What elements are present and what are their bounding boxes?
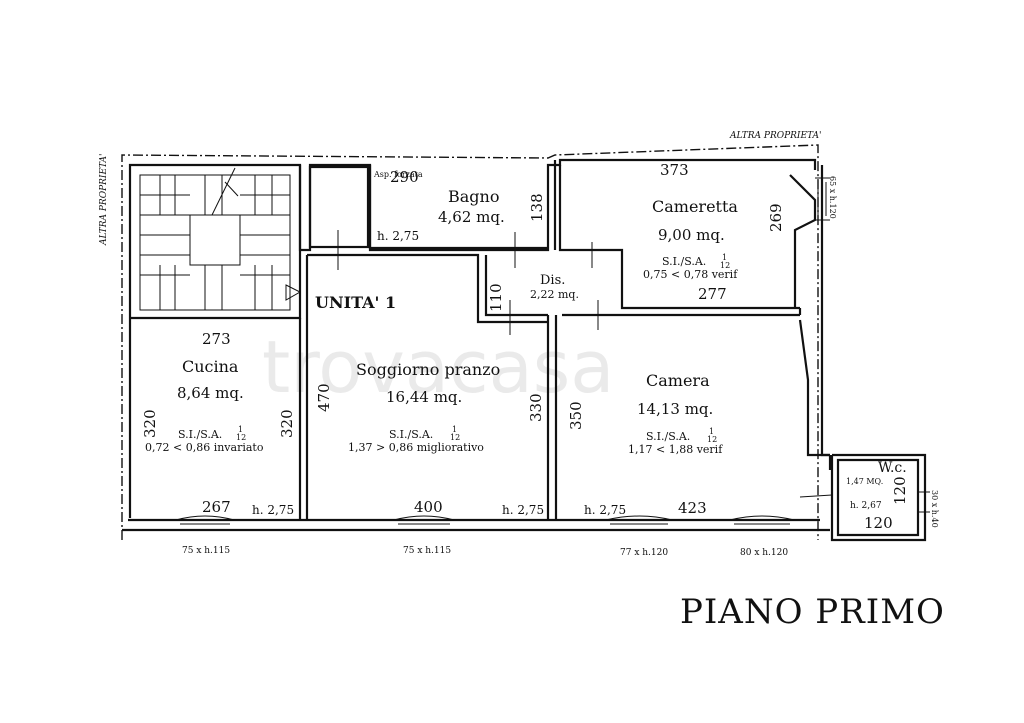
camera-ratio-label: S.I./S.A. — [646, 430, 690, 443]
room-bagno: 290 Asp. forzata Bagno 4,62 mq. 138 h. 2… — [373, 168, 546, 243]
window-camera-left-label: 77 x h.120 — [620, 548, 668, 558]
camera-depth: 350 — [567, 401, 585, 430]
cameretta-ratio-label: S.I./S.A. — [662, 255, 706, 268]
soggiorno-name: Soggiorno pranzo — [356, 360, 500, 379]
soggiorno-depth-left: 470 — [315, 383, 333, 412]
window-camera-right-label: 80 x h.120 — [740, 548, 788, 558]
window-soggiorno-label: 75 x h.115 — [403, 546, 451, 556]
dis-area: 2,22 mq. — [530, 288, 579, 301]
camera-width: 423 — [678, 499, 707, 517]
cameretta-width-bottom: 277 — [698, 285, 727, 303]
interior-walls — [130, 160, 832, 520]
room-camera: Camera 14,13 mq. 350 S.I./S.A. 1 12 1,17… — [567, 371, 723, 517]
room-cameretta: 373 Cameretta 9,00 mq. 269 S.I./S.A. 1 1… — [643, 161, 785, 303]
cucina-ratio-label: S.I./S.A. — [178, 428, 222, 441]
wc-area: 1,47 MQ. — [846, 477, 883, 486]
cucina-area: 8,64 mq. — [177, 384, 244, 402]
soggiorno-width: 400 — [414, 498, 443, 516]
cucina-ratio-den: 12 — [236, 433, 246, 442]
cucina-ratio-num: 1 — [238, 425, 243, 434]
boundary-label-left: ALTRA PROPRIETA' — [99, 153, 109, 246]
camera-ratio-check: 1,17 < 1,88 verif — [628, 443, 723, 456]
window-cameretta-label: 65 x h.120 — [828, 176, 837, 219]
cucina-width-bottom: 267 — [202, 498, 231, 516]
cucina-width-top: 273 — [202, 330, 231, 348]
camera-area: 14,13 mq. — [637, 400, 713, 418]
doors — [509, 232, 833, 498]
wc-depth: 120 — [891, 476, 909, 505]
wc-height: h. 2,67 — [850, 501, 882, 511]
bagno-area: 4,62 mq. — [438, 208, 505, 226]
bagno-note: Asp. forzata — [373, 170, 423, 179]
camera-height: h. 2,75 — [584, 503, 626, 517]
room-soggiorno: Soggiorno pranzo 16,44 mq. 470 330 S.I./… — [315, 360, 545, 517]
boundary-label-top: ALTRA PROPRIETA' — [729, 131, 822, 141]
room-cucina: 273 Cucina 8,64 mq. 320 320 S.I./S.A. 1 … — [141, 330, 296, 517]
soggiorno-height: h. 2,75 — [502, 503, 544, 517]
cucina-depth-left: 320 — [141, 409, 159, 438]
soggiorno-depth-right: 330 — [527, 393, 545, 422]
wc-name: W.c. — [878, 460, 907, 476]
bagno-depth: 138 — [528, 193, 546, 222]
cameretta-area: 9,00 mq. — [658, 226, 725, 244]
cucina-ratio-check: 0,72 < 0,86 invariato — [145, 441, 264, 454]
bagno-height: h. 2,75 — [377, 229, 419, 243]
cucina-depth-right: 320 — [278, 409, 296, 438]
cucina-name: Cucina — [182, 357, 239, 376]
cameretta-depth: 269 — [767, 203, 785, 232]
soggiorno-ratio-den: 12 — [450, 433, 460, 442]
staircase — [139, 167, 302, 311]
soggiorno-ratio-num: 1 — [452, 425, 457, 434]
camera-name: Camera — [646, 371, 710, 390]
cameretta-ratio-check: 0,75 < 0,78 verif — [643, 268, 738, 281]
camera-ratio-num: 1 — [709, 427, 714, 436]
soggiorno-area: 16,44 mq. — [386, 388, 462, 406]
window-labels: 75 x h.115 75 x h.115 77 x h.120 80 x h.… — [182, 176, 939, 558]
bagno-name: Bagno — [448, 187, 499, 206]
unit-label: UNITA' 1 — [315, 293, 396, 312]
cameretta-name: Cameretta — [652, 197, 738, 216]
soggiorno-ratio-label: S.I./S.A. — [389, 428, 433, 441]
window-wc-label: 30 x h.40 — [930, 490, 939, 528]
cameretta-width-top: 373 — [660, 161, 689, 179]
cameretta-ratio-den: 12 — [720, 261, 730, 270]
camera-ratio-den: 12 — [707, 435, 717, 444]
dis-depth: 110 — [487, 283, 505, 312]
bagno-width: 290 — [390, 168, 419, 186]
window-marks — [175, 177, 930, 531]
floor-title: PIANO PRIMO — [680, 592, 945, 632]
cameretta-ratio-num: 1 — [722, 253, 727, 262]
room-dis: Dis. 2,22 mq. 110 — [487, 273, 579, 312]
wc-width: 120 — [864, 514, 893, 532]
room-wc: W.c. 1,47 MQ. h. 2,67 120 120 — [846, 460, 909, 532]
window-cucina-label: 75 x h.115 — [182, 546, 230, 556]
soggiorno-ratio-check: 1,37 > 0,86 migliorativo — [348, 441, 484, 454]
cucina-height: h. 2,75 — [252, 503, 294, 517]
closet — [308, 165, 370, 249]
dis-name: Dis. — [540, 273, 565, 288]
